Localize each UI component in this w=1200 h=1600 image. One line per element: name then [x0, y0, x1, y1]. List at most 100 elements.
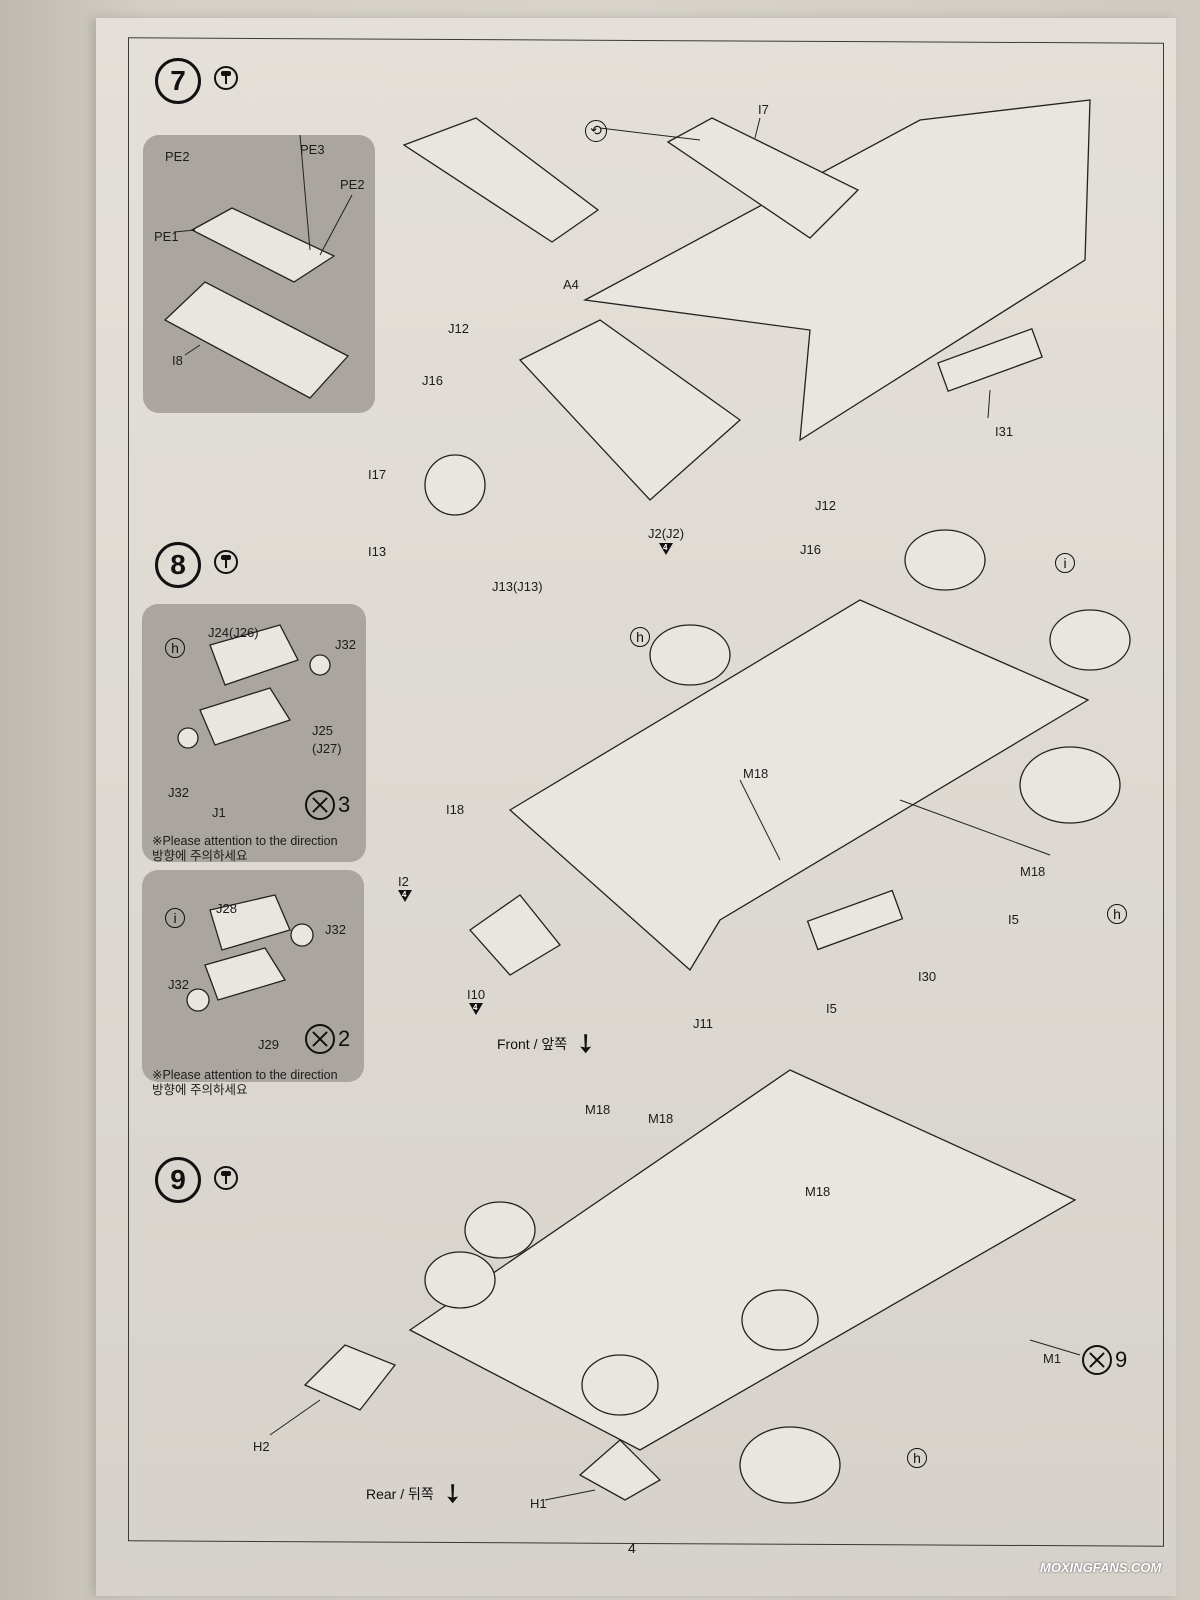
drum-i-right — [1049, 609, 1131, 671]
label-i7: I7 — [758, 102, 769, 117]
label-i31: I31 — [995, 424, 1014, 439]
label-m18: M18 — [805, 1184, 831, 1199]
triangle-number: 4 — [663, 543, 668, 552]
step9-drum — [464, 1201, 536, 1259]
label-j32: J32 — [168, 977, 189, 992]
label-j12: J12 — [448, 321, 469, 336]
step-8-number: 8 — [155, 542, 201, 588]
label-i30: I30 — [918, 969, 937, 984]
label-h1: H1 — [530, 1496, 547, 1511]
j32-end-cap — [309, 654, 331, 676]
leader-line — [899, 799, 1051, 856]
label-j27: (J27) — [312, 741, 342, 756]
label-h2: H2 — [253, 1439, 270, 1454]
label-j12: J12 — [815, 498, 836, 513]
label-i13: I13 — [368, 544, 387, 559]
part-tree-triangle — [469, 1003, 483, 1015]
j32-end-cap — [186, 988, 210, 1012]
glue-icon — [214, 1166, 238, 1190]
label-j24: J24(J26) — [208, 625, 259, 640]
a4-rear-plate — [518, 319, 742, 501]
part-tree-triangle — [398, 890, 412, 902]
i7-grille-cover — [666, 117, 860, 239]
leader-line — [269, 1399, 321, 1436]
label-j13: J13(J13) — [492, 579, 543, 594]
i31-part — [937, 327, 1043, 393]
leader-line — [173, 229, 196, 233]
label-i10: I10 — [467, 987, 486, 1002]
sub-assembly-h-marker: h — [630, 627, 650, 647]
i10-tracks — [469, 894, 561, 976]
drum-i-top — [904, 529, 986, 591]
h1-plate — [578, 1439, 662, 1501]
glue-icon — [214, 66, 238, 90]
leader-line — [184, 344, 201, 356]
label-m1: M1 — [1043, 1351, 1062, 1366]
multiply-icon — [1082, 1345, 1112, 1375]
leader-line — [987, 389, 991, 419]
label-m18: M18 — [648, 1111, 674, 1126]
multiply-icon — [305, 790, 335, 820]
step7-hull — [582, 99, 1091, 442]
rear-direction: Rear / 뒤쪽➘ — [366, 1474, 472, 1512]
label-j16: J16 — [800, 542, 821, 557]
multiplier-x2: 2 — [305, 1024, 350, 1054]
label-pe2: PE2 — [340, 177, 365, 192]
leader-line — [599, 127, 701, 141]
label-j32: J32 — [325, 922, 346, 937]
label-i2: I2 — [398, 874, 409, 889]
label-i8: I8 — [172, 353, 183, 368]
leader-line — [1029, 1339, 1081, 1356]
sub-assembly-h: h — [165, 638, 185, 658]
multiplier-x3: 3 — [305, 790, 350, 820]
i17-hatch — [424, 454, 486, 516]
multiplier-x9: 9 — [1082, 1345, 1127, 1375]
drum-h-left — [649, 624, 731, 686]
step9-drum — [424, 1251, 496, 1309]
step8-hull — [508, 599, 1090, 972]
j32-end-cap — [177, 727, 199, 749]
glue-icon — [214, 550, 238, 574]
leader-line — [739, 779, 781, 861]
j32-end-cap — [290, 923, 314, 947]
label-j29: J29 — [258, 1037, 279, 1052]
step9-hull — [408, 1069, 1077, 1451]
label-j16: J16 — [422, 373, 443, 388]
label-j32: J32 — [168, 785, 189, 800]
triangle-number: 4 — [402, 890, 407, 899]
j28-half — [209, 894, 291, 951]
sub-assembly-i: i — [165, 908, 185, 928]
label-i5: I5 — [1008, 912, 1019, 927]
label-pe2: PE2 — [165, 149, 190, 164]
label-j25: J25 — [312, 723, 333, 738]
triangle-number: 4 — [473, 1003, 478, 1012]
multiply-icon — [305, 1024, 335, 1054]
engine-deck-cover — [402, 117, 600, 243]
j29-half — [204, 947, 287, 1001]
drum-h-right — [1019, 746, 1121, 824]
step9-drum — [741, 1289, 819, 1351]
step9-drum-h — [739, 1426, 841, 1504]
sub-assembly-i-marker: i — [1055, 553, 1075, 573]
label-i5: I5 — [826, 1001, 837, 1016]
i8-base — [163, 281, 350, 399]
j25-half — [199, 687, 291, 746]
leader-line — [319, 194, 353, 256]
page-number: 4 — [628, 1540, 636, 1556]
label-i18: I18 — [446, 802, 465, 817]
h2-plate — [303, 1344, 397, 1411]
leader-line — [544, 1489, 596, 1501]
pe1-grille — [190, 207, 336, 283]
i30-part — [806, 889, 904, 951]
label-j11: J11 — [693, 1016, 713, 1031]
sub-assembly-h-marker: h — [1107, 904, 1127, 924]
label-a4: A4 — [563, 277, 579, 292]
watermark: MOXINGFANS.COM — [1040, 1560, 1162, 1575]
step-9-number: 9 — [155, 1157, 201, 1203]
flip-icon: ⟲ — [585, 120, 607, 142]
sub-assembly-h-marker: h — [907, 1448, 927, 1468]
step9-drum — [581, 1354, 659, 1416]
